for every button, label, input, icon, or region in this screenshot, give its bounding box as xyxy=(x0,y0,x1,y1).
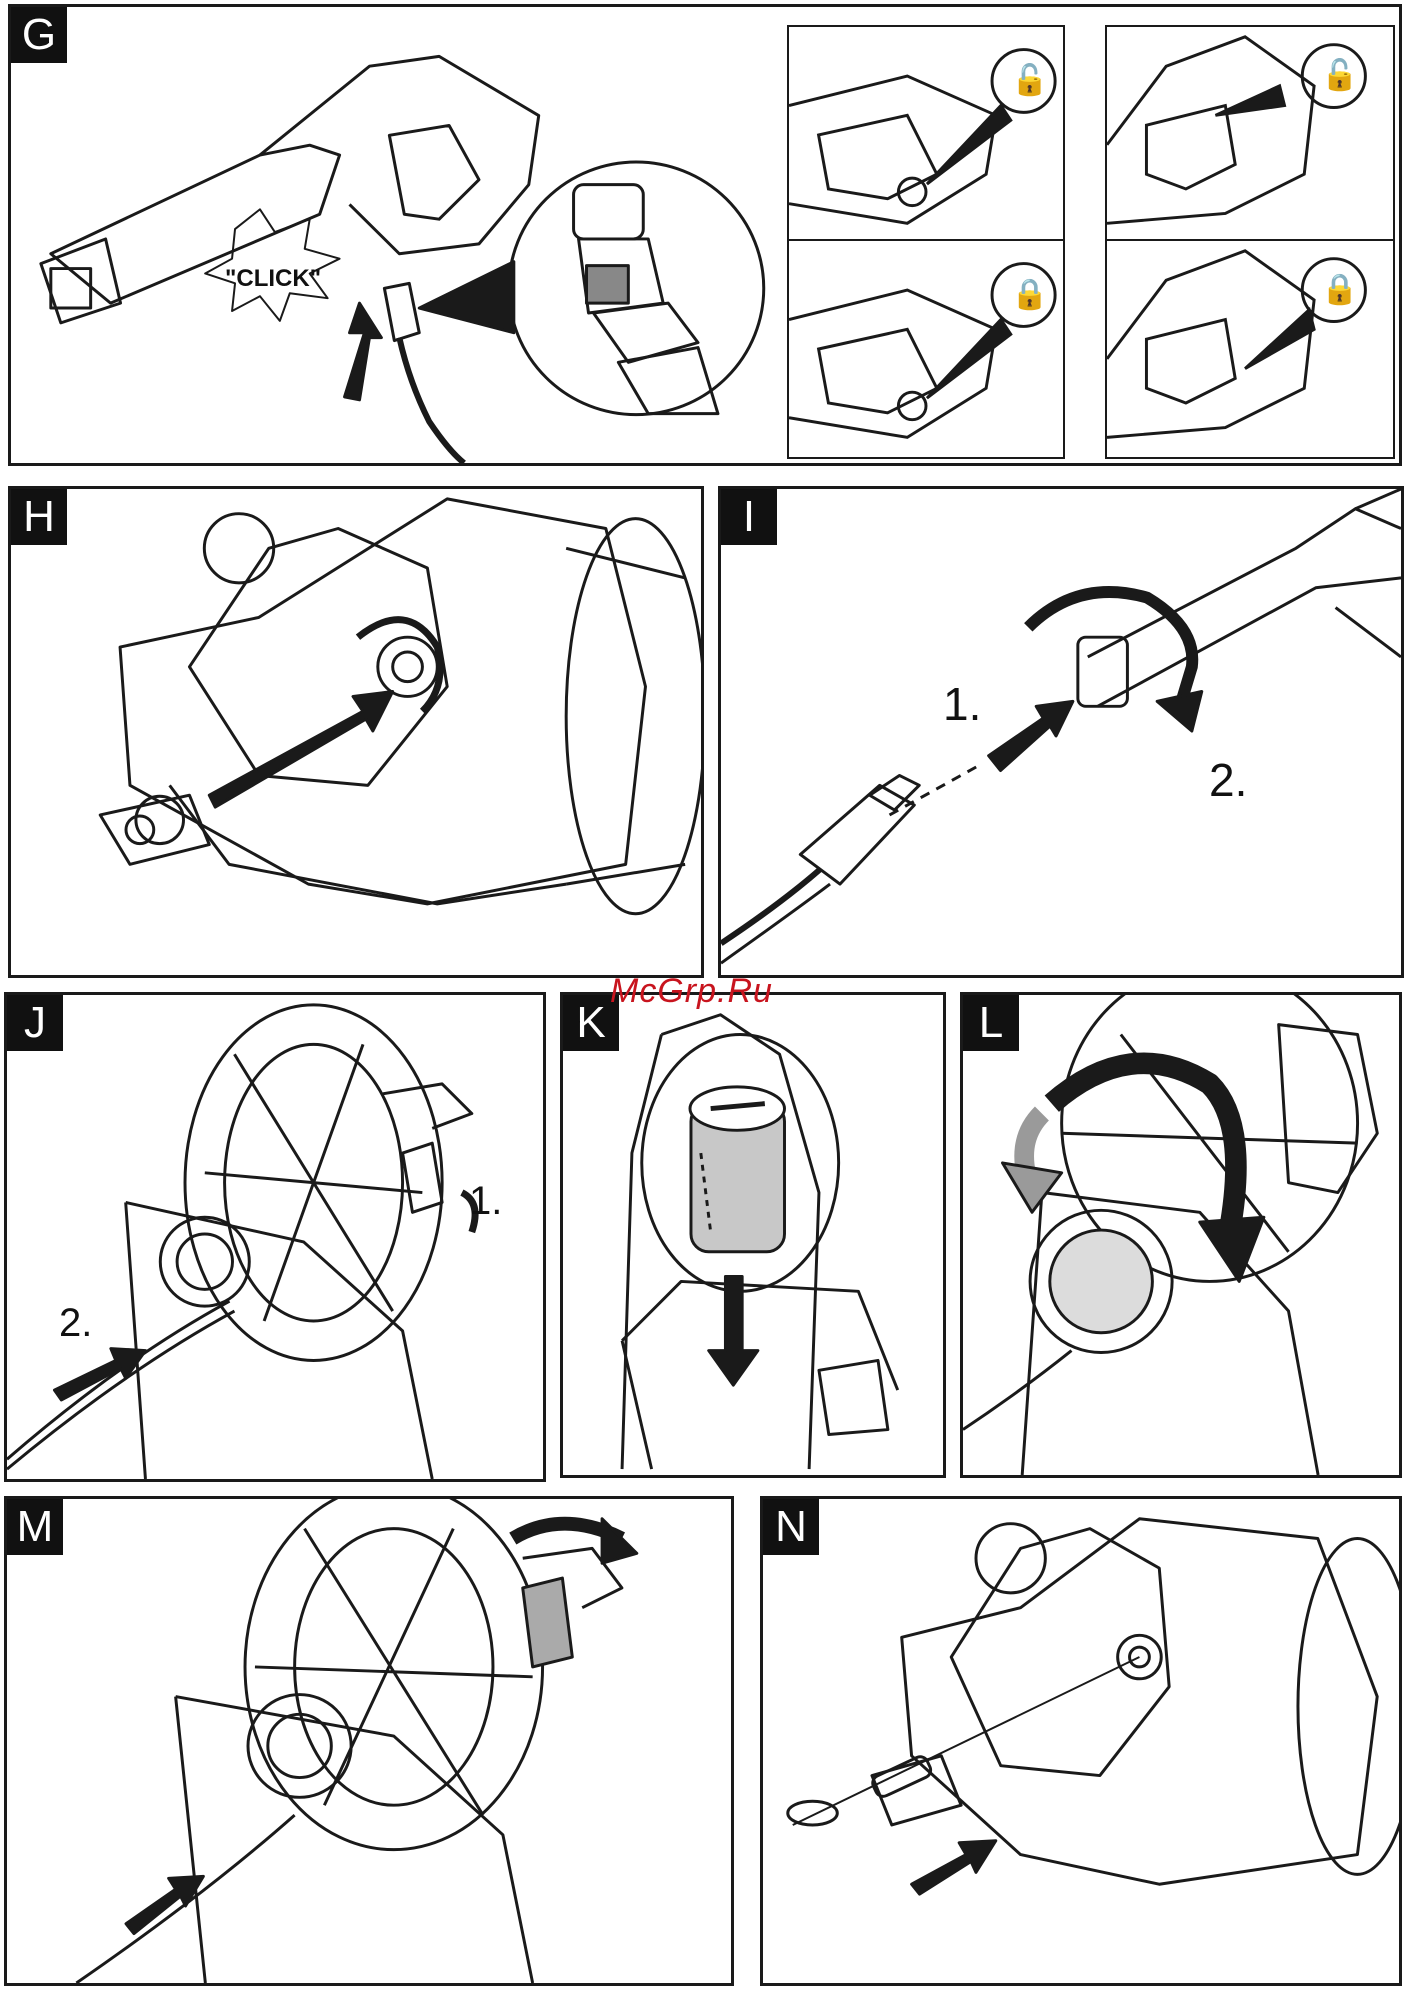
unlock-icon: 🔓 xyxy=(1321,58,1358,93)
inlet-filter-cleaning-illustration xyxy=(763,1499,1399,1983)
panel-label-n: N xyxy=(763,1499,819,1555)
panel-g: G "CLICK" xyxy=(8,4,1402,466)
trigger-lock-detail-locked-1: 🔒 xyxy=(787,239,1065,459)
panel-label-i: I xyxy=(721,489,777,545)
trigger-lock-detail-unlocked-2: 🔓 xyxy=(1105,25,1395,241)
detergent-tank-illustration xyxy=(563,995,943,1475)
panel-n: N xyxy=(760,1496,1402,1986)
panel-label-h: H xyxy=(11,489,67,545)
water-inlet-illustration xyxy=(11,489,701,975)
step-1-label: 1. xyxy=(469,1179,502,1224)
panel-h: H xyxy=(8,486,704,978)
step-2-label: 2. xyxy=(1209,753,1247,807)
trigger-lock-detail-locked-2: 🔒 xyxy=(1105,239,1395,459)
panel-label-j: J xyxy=(7,995,63,1051)
hose-reel-unlock-illustration xyxy=(7,995,543,1479)
lock-icon: 🔒 xyxy=(1321,272,1358,307)
panel-label-l: L xyxy=(963,995,1019,1051)
watermark: McGrp.Ru xyxy=(610,972,773,1011)
panel-k: K xyxy=(560,992,946,1478)
panel-label-m: M xyxy=(7,1499,63,1555)
panel-j: J 1. 2. xyxy=(4,992,546,1482)
step-2-label: 2. xyxy=(59,1301,92,1346)
panel-label-g: G xyxy=(11,7,67,63)
panel-m: M xyxy=(4,1496,734,1986)
panel-i: I 1. 2. xyxy=(718,486,1404,978)
lock-icon: 🔒 xyxy=(1011,277,1048,312)
lance-nozzle-illustration xyxy=(721,489,1401,975)
panel-l: L xyxy=(960,992,1402,1478)
step-1-label: 1. xyxy=(943,677,981,731)
click-label: "CLICK" xyxy=(225,265,321,293)
trigger-lock-detail-unlocked-1: 🔓 xyxy=(787,25,1065,241)
unlock-icon: 🔓 xyxy=(1011,63,1048,98)
hose-reel-knob-illustration xyxy=(963,995,1399,1475)
hose-reel-lock-illustration xyxy=(7,1499,731,1983)
